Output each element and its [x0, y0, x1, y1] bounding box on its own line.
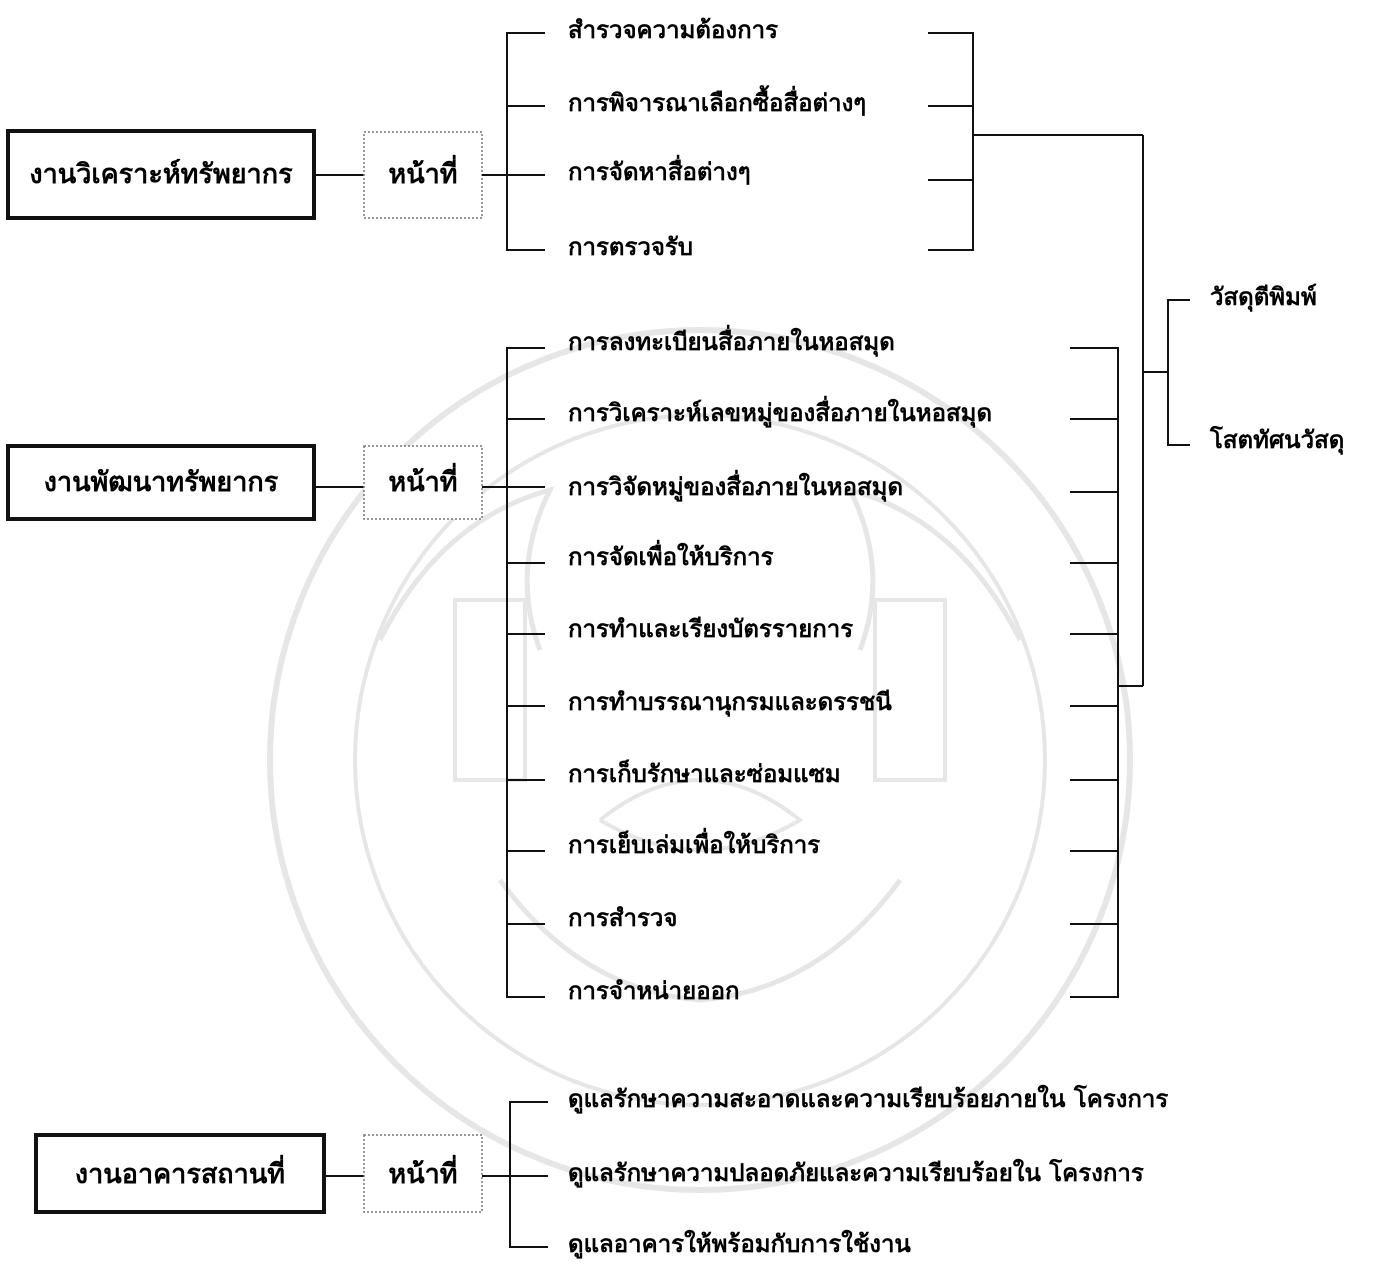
duty-box: [363, 445, 483, 520]
list-item: การจัดหาสื่อต่างๆ: [568, 154, 751, 186]
section-box: [6, 444, 316, 521]
list-item: การพิจารณาเลือกซื้อสื่อต่างๆ: [568, 84, 866, 117]
list-item: การวิเคราะห์เลขหมู่ของสื่อภายในหอสมุด: [568, 395, 992, 429]
list-item: การจำหน่ายออก: [568, 976, 740, 1005]
left-bracket: [506, 32, 545, 251]
list-item: การทำและเรียงบัตรรายการ: [568, 614, 853, 643]
list-item: การเก็บรักษาและซ่อมแซม: [568, 759, 841, 788]
material-label: โสตทัศนวัสดุ: [1209, 425, 1344, 456]
list-item: การสำรวจ: [568, 903, 677, 932]
section-building-facilities: งานอาคารสถานที่ หน้าที่ ดูแลรักษาความสะอ…: [34, 1084, 1168, 1259]
material-label: วัสดุตีพิมพ์: [1210, 282, 1317, 313]
list-item: การลงทะเบียนสื่อภายในหอสมุด: [568, 324, 895, 358]
material-bracket: [1167, 299, 1190, 446]
section-resource-analysis: งานวิเคราะห์ทรัพยากร หน้าที่ สำรวจความต้…: [6, 15, 1143, 261]
list-item: ดูแลรักษาความสะอาดและความเรียบร้อยภายใน …: [568, 1084, 1168, 1114]
list-item: การเย็บเล่มเพื่อให้บริการ: [568, 827, 820, 859]
section-title: งานพัฒนาทรัพยากร: [44, 467, 279, 498]
left-bracket: [509, 1101, 548, 1248]
materials-group: วัสดุตีพิมพ์ โสตทัศนวัสดุ: [1142, 135, 1344, 686]
duty-box: [363, 1134, 483, 1213]
duty-label: หน้าที่: [388, 1154, 457, 1190]
list-item: ดูแลรักษาความปลอดภัยและความเรียบร้อยใน โ…: [568, 1158, 1144, 1188]
section-title: งานวิเคราะห์ทรัพยากร: [29, 158, 293, 190]
section-resource-development: งานพัฒนาทรัพยากร หน้าที่ การลงทะเบียนสื่…: [6, 324, 1143, 1005]
list-item: การวิจัดหมู่ของสื่อภายในหอสมุด: [568, 469, 903, 503]
duty-label: หน้าที่: [388, 462, 457, 498]
list-item: ดูแลอาคารให้พร้อมกับการใช้งาน: [568, 1229, 911, 1259]
duty-label: หน้าที่: [388, 154, 457, 190]
list-item: สำรวจความต้องการ: [568, 15, 778, 44]
section-box: [34, 1133, 326, 1214]
left-bracket: [506, 347, 545, 998]
list-item: การตรวจรับ: [568, 232, 693, 261]
right-bracket: [928, 32, 974, 251]
section-title: งานอาคารสถานที่: [75, 1154, 285, 1190]
right-bracket: [1070, 347, 1119, 998]
watermark-seal: [267, 327, 1133, 1193]
list-item: การจัดเพื่อให้บริการ: [568, 539, 774, 571]
list-item: การทำบรรณานุกรมและดรรชนี: [568, 687, 892, 718]
